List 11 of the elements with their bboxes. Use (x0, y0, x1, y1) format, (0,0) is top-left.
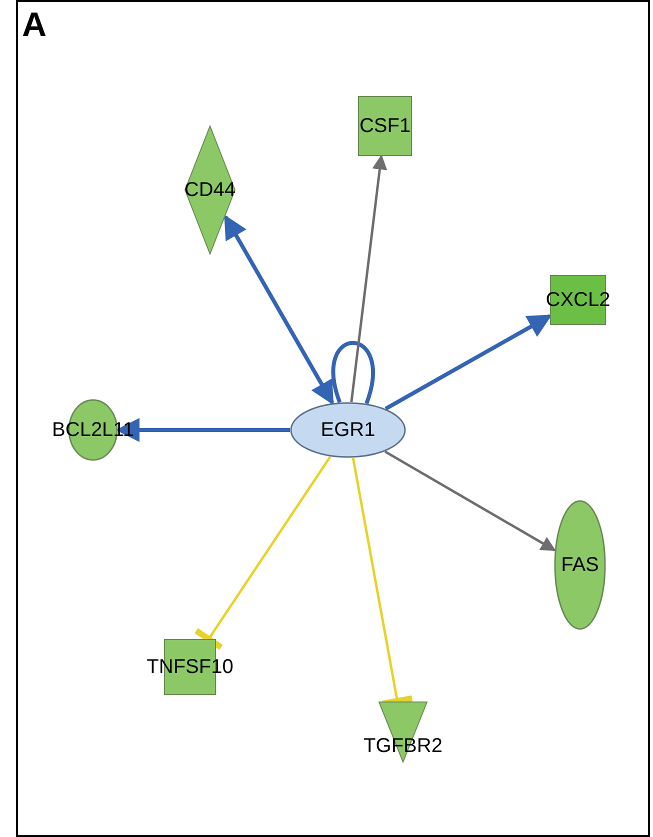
gene-label: EGR1 (320, 420, 376, 440)
arrow (384, 314, 552, 410)
panel-letter: A (22, 8, 47, 42)
arrow (116, 418, 290, 442)
gene-label: CSF1 (359, 116, 411, 136)
inhibition-line (194, 456, 332, 650)
gene-label: FAS (561, 555, 599, 575)
arrow (350, 154, 388, 402)
gene-label: CD44 (184, 180, 236, 200)
arrow (224, 214, 334, 406)
arrow (384, 450, 556, 552)
